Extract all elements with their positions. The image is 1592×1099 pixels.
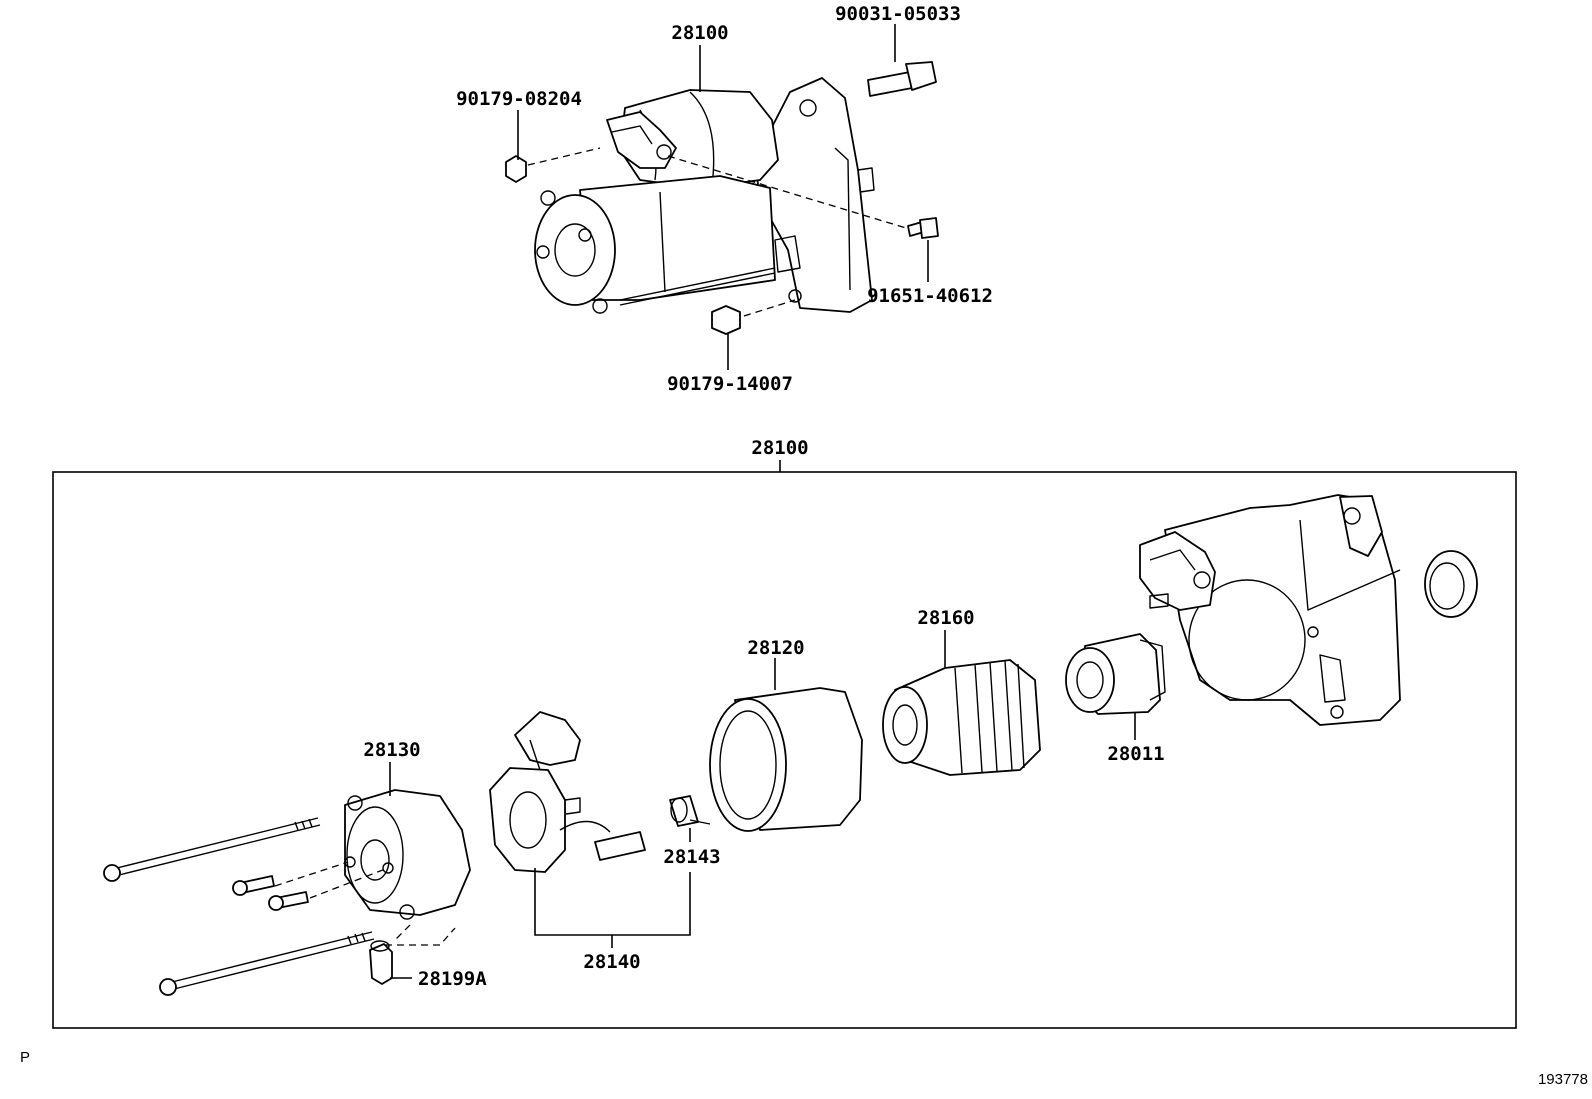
label-28199A: 28199A — [418, 968, 487, 990]
nut-08204-part — [505, 155, 527, 183]
pin-part — [369, 940, 393, 985]
label-28130: 28130 — [363, 739, 420, 761]
label-90179-08204: 90179-08204 — [456, 88, 582, 110]
label-28143: 28143 — [663, 846, 720, 868]
drive-housing-part — [1139, 494, 1401, 726]
seal-ring-part — [1424, 550, 1478, 618]
yoke-part — [709, 658, 863, 832]
label-91651-40612: 91651-40612 — [867, 285, 993, 307]
label-90179-14007: 90179-14007 — [667, 373, 793, 395]
starter-assembly-top — [505, 24, 939, 370]
bolt-90031-part — [867, 61, 937, 97]
nut-14007-part — [711, 305, 741, 335]
small-screw-1 — [232, 875, 275, 896]
label-28100-top: 28100 — [671, 22, 728, 44]
small-screw-2 — [268, 891, 309, 911]
brush-part — [669, 795, 711, 827]
through-bolt-lower — [159, 931, 375, 996]
illustration-number: 193778 — [1538, 1071, 1588, 1088]
brush-holder-part — [489, 711, 646, 873]
starter-clutch-part — [1065, 633, 1166, 740]
exploded-view-frame — [52, 471, 1517, 1029]
label-90031-05033: 90031-05033 — [835, 3, 961, 25]
label-28160: 28160 — [917, 607, 974, 629]
end-frame-part — [344, 789, 471, 920]
corner-letter: P — [20, 1049, 30, 1066]
through-bolt-upper — [103, 817, 321, 882]
screw-91651-part — [907, 217, 939, 239]
label-28011: 28011 — [1107, 743, 1164, 765]
magnetic-switch-part — [882, 630, 1041, 776]
label-28140: 28140 — [583, 951, 640, 973]
label-28100-box: 28100 — [751, 437, 808, 459]
label-28120: 28120 — [747, 637, 804, 659]
